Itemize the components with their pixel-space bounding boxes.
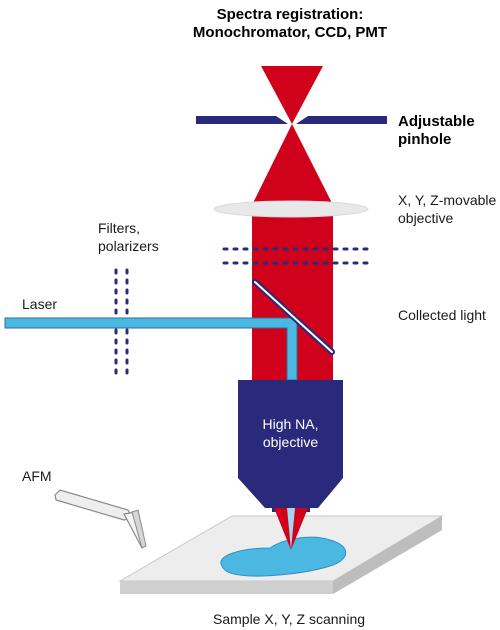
objective-label-line2: objective bbox=[262, 434, 319, 450]
objective-label-line1: High NA, bbox=[262, 416, 319, 432]
collected-light-label: Collected light bbox=[398, 307, 486, 323]
objective-body bbox=[238, 380, 343, 508]
filters-label: Filters, polarizers bbox=[98, 219, 198, 255]
pinhole-label-line1: Adjustable bbox=[398, 113, 475, 130]
laser-label: Laser bbox=[22, 296, 58, 312]
sample-plate-side bbox=[333, 516, 442, 594]
objective-label: High NA, objective bbox=[238, 415, 343, 451]
collected-light-upper-cone bbox=[261, 66, 323, 124]
dichroic-mirror-highlight bbox=[254, 281, 333, 353]
afm-label: AFM bbox=[22, 468, 52, 484]
pinhole-label-line2: pinhole bbox=[398, 131, 452, 148]
spectra-label-line1: Spectra registration: bbox=[216, 6, 364, 23]
filters-label-line1: Filters, bbox=[98, 220, 140, 236]
filters-label-line2: polarizers bbox=[98, 238, 159, 254]
sample-spot bbox=[220, 536, 347, 577]
pinhole-label: Adjustable pinhole bbox=[398, 113, 498, 149]
spectra-label: Spectra registration: Monochromator, CCD… bbox=[165, 6, 415, 42]
sample-plate-front bbox=[120, 581, 333, 594]
pinhole-left-blade bbox=[196, 116, 288, 124]
focus-cone-laser bbox=[287, 508, 295, 550]
movable-objective-label-line2: objective bbox=[398, 210, 454, 226]
sample-label: Sample X, Y, Z scanning bbox=[213, 611, 366, 627]
pinhole-right-blade bbox=[296, 116, 387, 124]
spectra-label-line2: Monochromator, CCD, PMT bbox=[192, 24, 388, 41]
collected-light-lower-cone bbox=[252, 124, 333, 205]
lens-ellipse bbox=[213, 200, 369, 218]
movable-objective-label: X, Y, Z-movable objective bbox=[398, 191, 500, 227]
afm-cantilever-icon bbox=[54, 489, 147, 549]
movable-objective-label-line1: X, Y, Z-movable bbox=[398, 192, 497, 208]
